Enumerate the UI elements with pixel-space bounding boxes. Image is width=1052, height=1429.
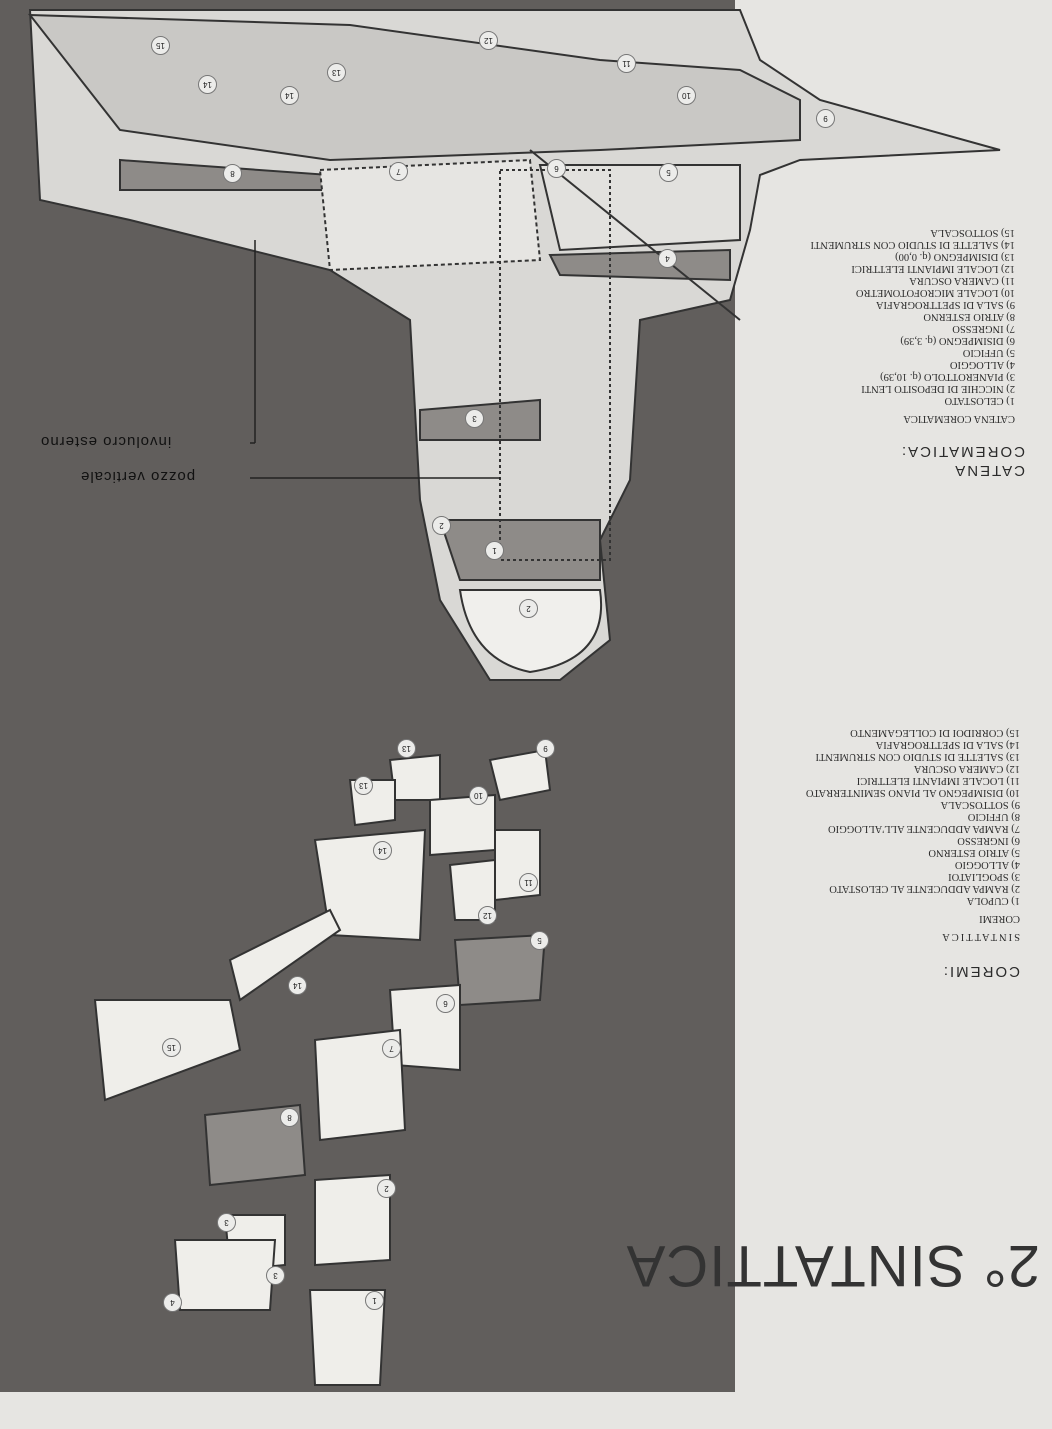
list-item: 2) NICCHIE DI DEPOSITO LENTI bbox=[861, 383, 1015, 394]
space-number-label: 14 bbox=[280, 86, 299, 105]
label-pozzo-verticale: pozzo verticale bbox=[80, 468, 196, 485]
list-item: 3) SPOGLIATOI bbox=[948, 871, 1020, 882]
space-number-label: 9 bbox=[536, 739, 555, 758]
catena-list-title: CATENA COREMATICA bbox=[903, 413, 1015, 424]
axonometric-building-drawing bbox=[27, 9, 1001, 681]
catena-heading-line1: CATENA bbox=[953, 462, 1025, 479]
catena-heading-line2: COREMATICA: bbox=[899, 443, 1025, 460]
space-number-label: 12 bbox=[478, 906, 497, 925]
space-number-label: 11 bbox=[519, 873, 538, 892]
space-number-label: 3 bbox=[217, 1213, 236, 1232]
page-title: 2° SINTATTICA bbox=[625, 1233, 1040, 1298]
space-number-label: 8 bbox=[223, 164, 242, 183]
space-number-label: 10 bbox=[469, 786, 488, 805]
list-item: 13) SALETTE DI STUDIO CON STRUMENTI bbox=[815, 751, 1020, 762]
list-item: 3) PIANEROTTOLO (q. 10,39) bbox=[880, 371, 1015, 382]
space-number-label: 4 bbox=[658, 249, 677, 268]
list-item: 7) RAMPA ADDUCENTE ALL'ALLOGGIO bbox=[828, 823, 1020, 834]
space-number-label: 15 bbox=[151, 36, 170, 55]
space-number-label: 10 bbox=[677, 86, 696, 105]
list-item: 9) SALA DI SPETTROGRAFIA bbox=[875, 299, 1015, 310]
space-number-label: 2 bbox=[377, 1179, 396, 1198]
space-number-label: 5 bbox=[530, 931, 549, 950]
list-item: 12) LOCALE IMPIANTI ELETTRICI bbox=[851, 263, 1015, 274]
list-item: 13) DISIMPEGNO (q. 0,00) bbox=[895, 251, 1015, 262]
space-number-label: 13 bbox=[327, 63, 346, 82]
list-item: 5) UFFICIO bbox=[962, 347, 1015, 358]
space-number-label: 7 bbox=[382, 1039, 401, 1058]
label-involucro-esterno: involucro esterno bbox=[40, 433, 172, 450]
list-item: 1) CUPOLA bbox=[966, 895, 1020, 906]
space-number-label: 15 bbox=[162, 1038, 181, 1057]
coremi-heading: COREMI: bbox=[941, 963, 1020, 980]
list-item: 5) ATRIO ESTERNO bbox=[928, 847, 1020, 858]
list-item: 14) SALETTE DI STUDIO CON STRUMENTI bbox=[810, 239, 1015, 250]
space-number-label: 7 bbox=[389, 162, 408, 181]
space-number-label: 11 bbox=[617, 54, 636, 73]
space-number-label: 4 bbox=[163, 1293, 182, 1312]
space-number-label: 1 bbox=[365, 1291, 384, 1310]
list-item: 15) CORRIDOI DI COLLEGAMENTO bbox=[850, 727, 1020, 738]
list-item: 9) SOTTOSCALA bbox=[940, 799, 1020, 810]
list-item: 12) CAMERA OSCURA bbox=[913, 763, 1020, 774]
list-item: 15) SOTTOSCALA bbox=[930, 227, 1015, 238]
list-item: 6) INGRESSO bbox=[957, 835, 1020, 846]
list-item: 14) SALA DI SPETTROGRAFIA bbox=[875, 739, 1020, 750]
space-number-label: 2 bbox=[519, 599, 538, 618]
catena-heading: CATENA COREMATICA: bbox=[900, 442, 1025, 480]
space-number-label: 2 bbox=[432, 516, 451, 535]
space-number-label: 6 bbox=[547, 159, 566, 178]
space-number-label: 3 bbox=[266, 1266, 285, 1285]
list-item: 6) DISIMPEGNO (q. 3,39) bbox=[900, 335, 1015, 346]
space-number-label: 9 bbox=[816, 109, 835, 128]
space-number-label: 13 bbox=[354, 776, 373, 795]
space-number-label: 14 bbox=[198, 75, 217, 94]
list-item: 11) CAMERA OSCURA bbox=[909, 275, 1015, 286]
list-item: 4) ALLOGGIO bbox=[954, 859, 1020, 870]
list-item: 7) INGRESSO bbox=[952, 323, 1015, 334]
coremi-list-title: COREMI bbox=[979, 913, 1020, 924]
space-number-label: 6 bbox=[436, 994, 455, 1013]
list-item: 10) LOCALE MICROFOTOMETRO bbox=[855, 287, 1015, 298]
list-item: 8) UFFICIO bbox=[967, 811, 1020, 822]
list-item: 8) ATRIO ESTERNO bbox=[923, 311, 1015, 322]
space-number-label: 12 bbox=[479, 31, 498, 50]
space-number-label: 1 bbox=[485, 541, 504, 560]
space-number-label: 13 bbox=[397, 739, 416, 758]
coremi-subheading: SINTATTICA bbox=[940, 931, 1020, 942]
exploded-coremi-pieces bbox=[93, 748, 552, 1386]
space-number-label: 5 bbox=[659, 163, 678, 182]
list-item: 2) RAMPA ADDUCENTE AL CELOSTATO bbox=[829, 883, 1020, 894]
list-item: 11) LOCALE IMPIANTI ELETTRICI bbox=[856, 775, 1020, 786]
list-item: 10) DISIMPEGNO AL PIANO SEMINTERRATO bbox=[805, 787, 1020, 798]
list-item: 1) CELOSTATO bbox=[944, 395, 1015, 406]
list-item: 4) ALLOGGIO bbox=[949, 359, 1015, 370]
space-number-label: 3 bbox=[465, 409, 484, 428]
space-number-label: 8 bbox=[280, 1108, 299, 1127]
space-number-label: 14 bbox=[288, 976, 307, 995]
space-number-label: 14 bbox=[373, 841, 392, 860]
